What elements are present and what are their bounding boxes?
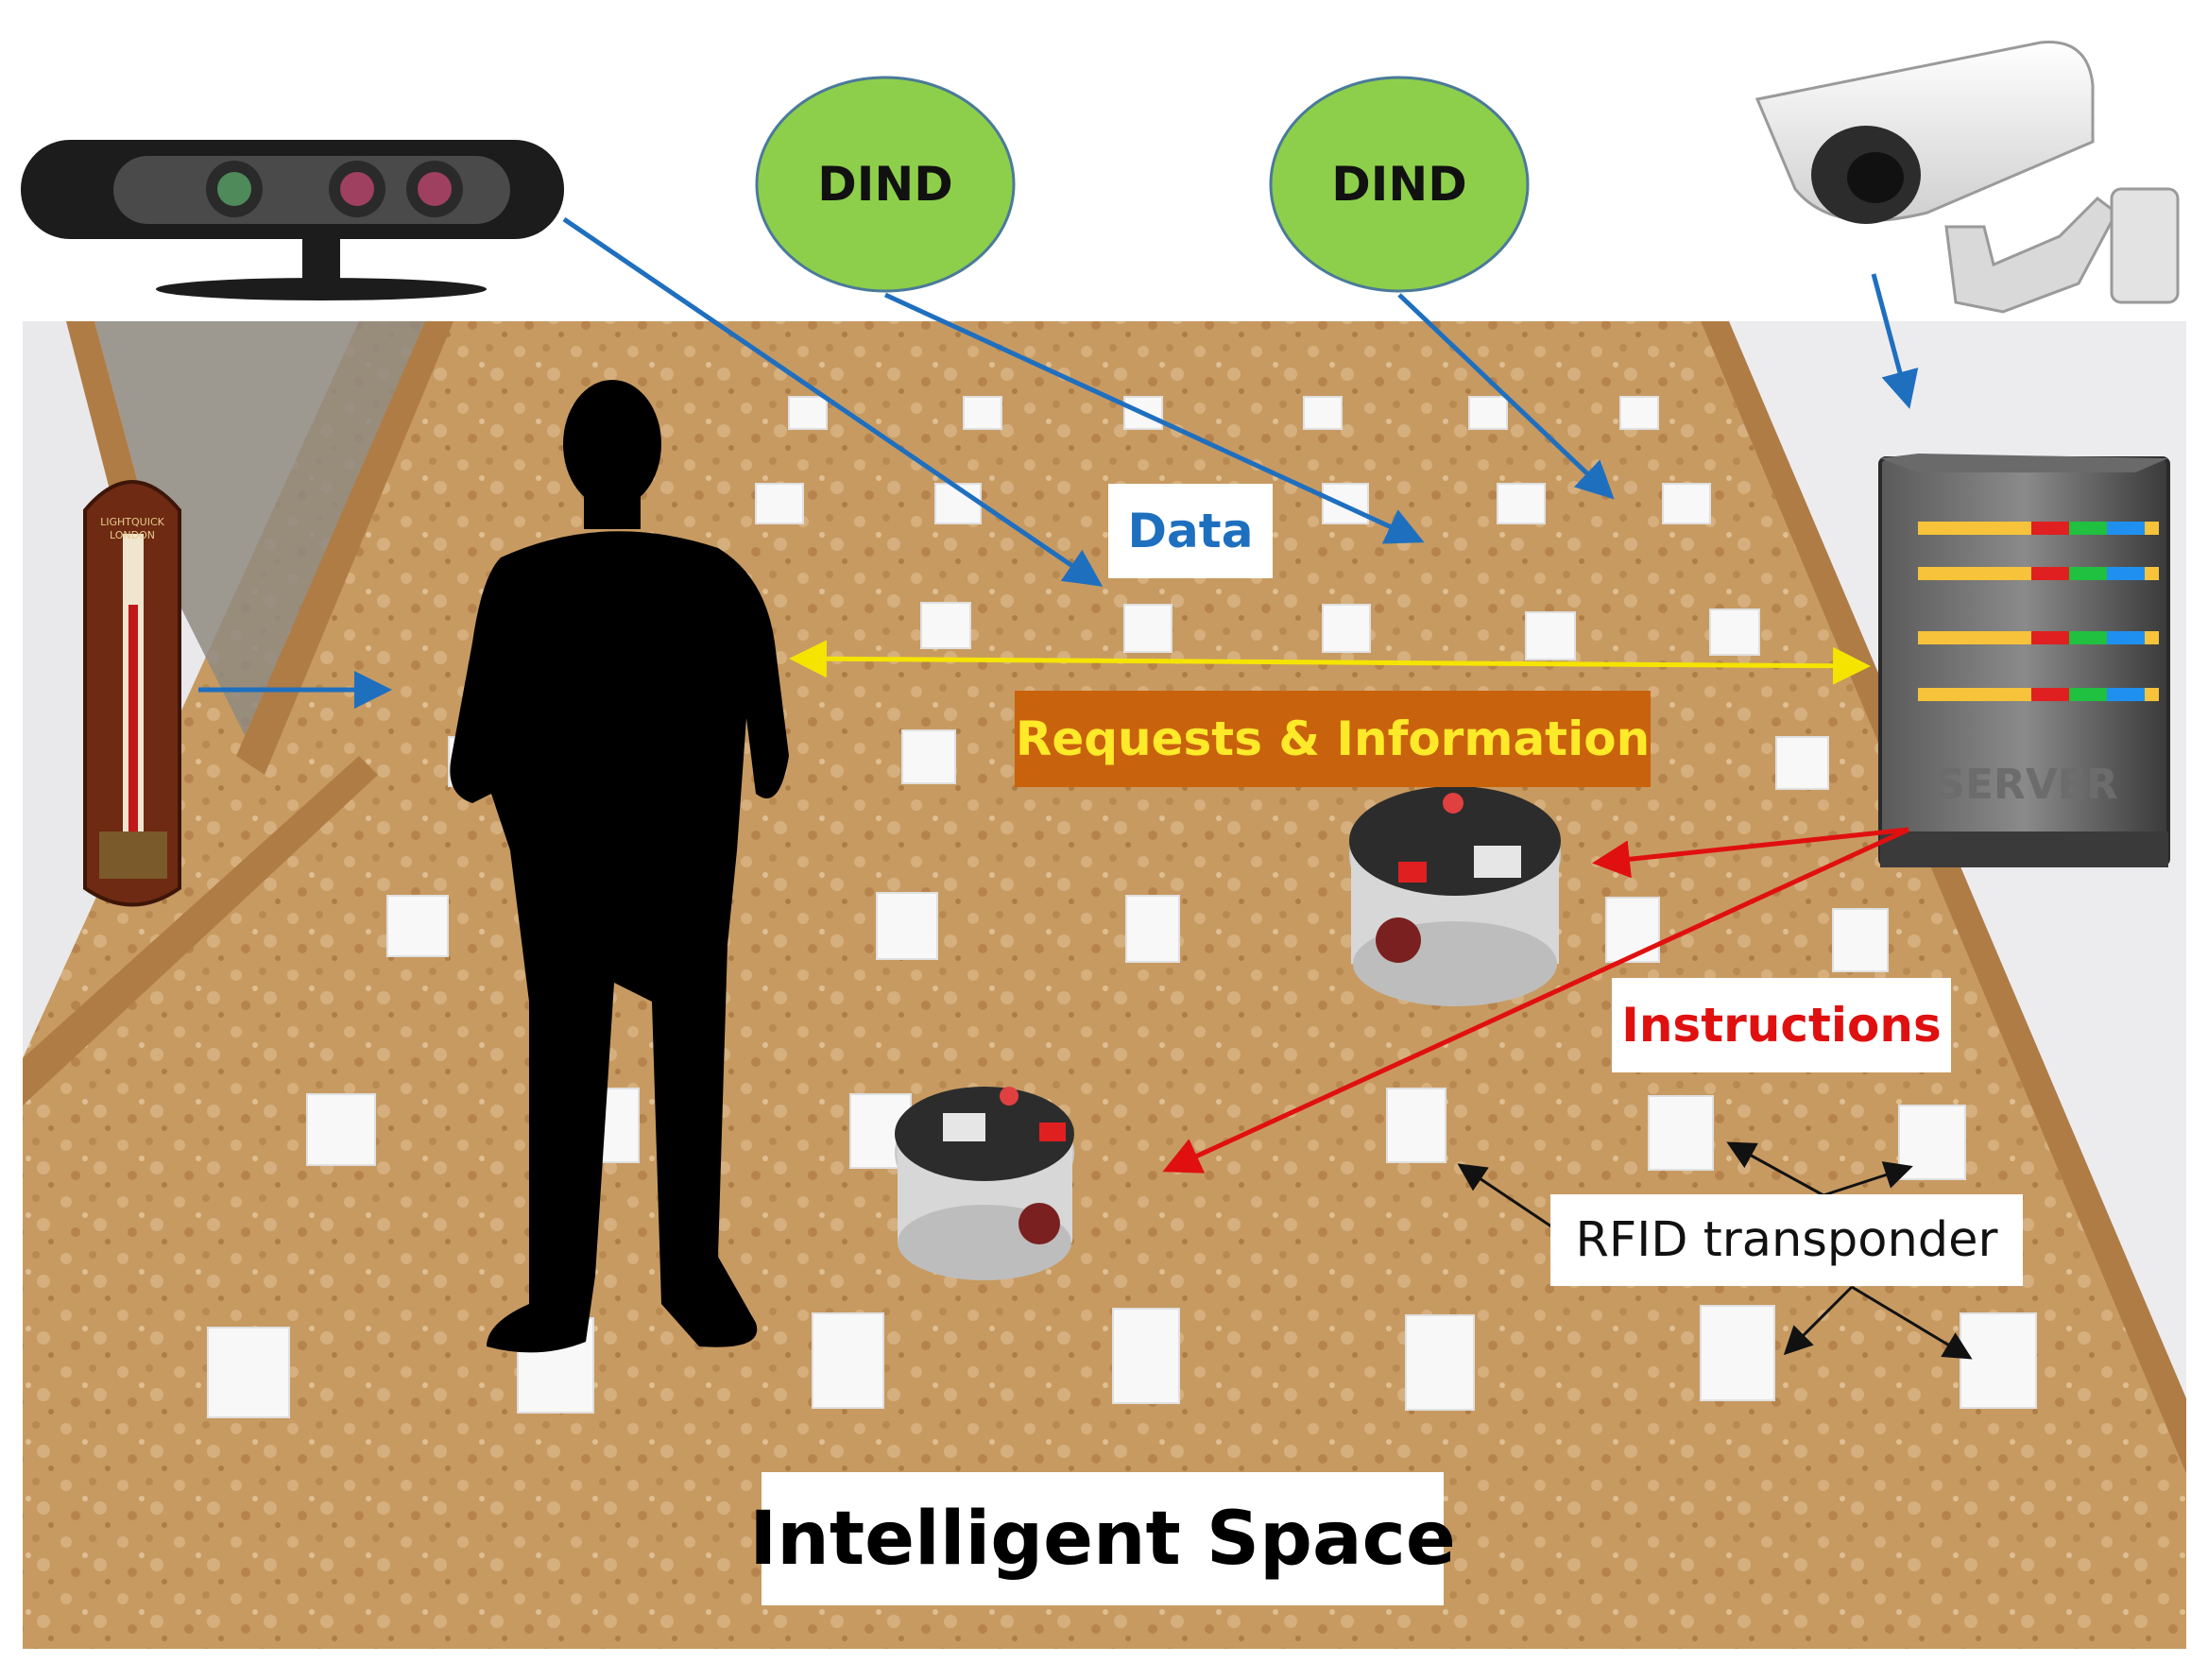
arrow-dind1-to-space xyxy=(883,292,1425,544)
arrow-requests-information xyxy=(789,640,1871,685)
dind-nodes xyxy=(755,76,1530,293)
dind-label-2: DIND xyxy=(1331,157,1467,212)
arrow-server-to-robot-left xyxy=(1162,827,1910,1174)
arrow-stereo-camera-to-space xyxy=(562,216,1104,587)
dind-label-1: DIND xyxy=(817,157,953,212)
thermometer-city: LONDON xyxy=(110,529,155,541)
robot-right xyxy=(1349,786,1561,1006)
dind-node-2 xyxy=(1269,76,1530,293)
dind-node-1 xyxy=(755,76,1016,293)
rfid-pointer-1 xyxy=(1457,1163,1555,1230)
surveillance-camera-icon xyxy=(1754,41,2180,314)
instructions-label: Instructions xyxy=(1612,978,1951,1072)
stereo-camera-icon xyxy=(21,140,564,300)
server-caption: SERVER xyxy=(1935,761,2118,809)
rfid-pointer-2 xyxy=(1726,1141,1824,1197)
intelligent-space-title: Intelligent Space xyxy=(749,1472,1456,1605)
person-silhouette xyxy=(450,380,789,1353)
data-arrows xyxy=(198,216,1919,709)
rfid-pointer-arrows xyxy=(1457,1141,1973,1360)
rfid-pointer-3 xyxy=(1823,1161,1913,1197)
server-icon: SERVER xyxy=(1878,454,2170,867)
rfid-pointer-5 xyxy=(1851,1285,1973,1360)
thermometer-icon: LIGHTQUICK LONDON xyxy=(83,480,181,907)
arrow-dind2-to-space xyxy=(1397,293,1615,500)
rfid-pointer-4 xyxy=(1783,1285,1854,1356)
arrow-server-to-robot-right xyxy=(1592,827,1909,879)
requests-information-label: Requests & Information xyxy=(1015,691,1651,787)
data-label: Data xyxy=(1108,484,1273,578)
arrow-surveillance-to-server xyxy=(1871,273,1919,409)
instruction-arrows xyxy=(1162,827,1910,1174)
rfid-transponder-tiles xyxy=(207,396,2037,1418)
rfid-transponder-label: RFID transponder xyxy=(1550,1194,2023,1286)
robot-left xyxy=(895,1087,1074,1280)
thermometer-maker: LIGHTQUICK xyxy=(100,516,165,528)
